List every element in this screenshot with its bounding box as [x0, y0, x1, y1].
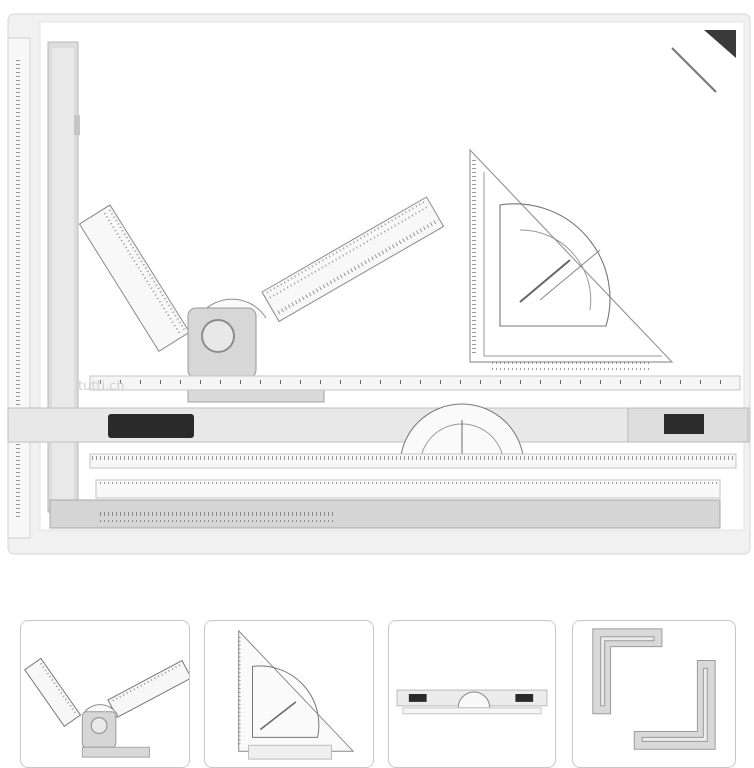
- thumbnail-1[interactable]: [20, 620, 190, 768]
- thumbnail-triangle-protractor: [238, 629, 355, 760]
- ruler-grip-left: [108, 414, 194, 438]
- parallel-ruler: [7, 375, 751, 469]
- corner-clip: [704, 30, 736, 58]
- thumbnail-3[interactable]: [388, 620, 556, 768]
- left-scale-ruler: [7, 37, 31, 539]
- drawing-board-photo: tutti.ch: [7, 13, 751, 555]
- thumbnail-4[interactable]: [572, 620, 736, 768]
- thumbnail-2[interactable]: [204, 620, 374, 768]
- ruler-grip-right: [664, 414, 704, 434]
- watermark: tutti.ch: [78, 379, 125, 394]
- thumbnail-corner-clamps: [592, 628, 716, 750]
- thumbnail-angle-ruler-head: [24, 657, 189, 758]
- bottom-rail: [49, 479, 721, 529]
- thumbnail-parallel-ruler-bar: [396, 689, 548, 715]
- set-square: [469, 148, 674, 370]
